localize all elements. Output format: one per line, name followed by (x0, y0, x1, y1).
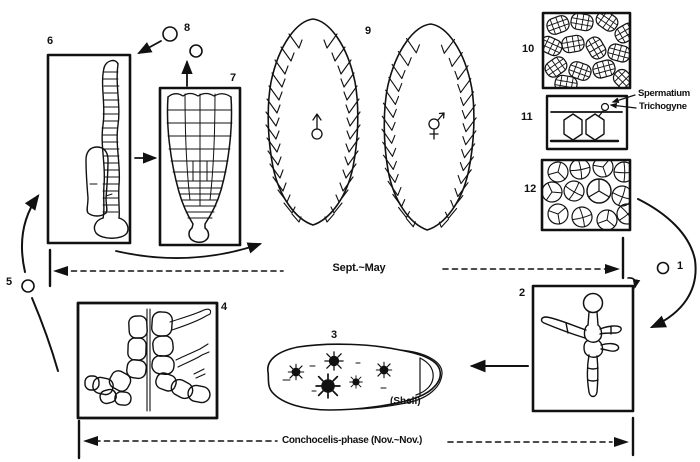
stage-number-11: 11 (521, 111, 533, 123)
male-female-symbol-icon (428, 112, 445, 140)
season-label-blade-phase: Sept.~May (332, 262, 386, 274)
arrow-into-box2 (627, 277, 641, 289)
stage9-male-blade (265, 18, 361, 226)
trichogyne-label: Trichogyne (639, 101, 687, 112)
trichogyne-tip (598, 110, 604, 117)
stage8-monospores (137, 26, 203, 87)
stage10-spermatangia-box (541, 11, 632, 90)
stage5-conchospore (20, 194, 59, 372)
stage6-germlings-box (46, 53, 132, 245)
stage-number-12: 12 (524, 183, 537, 195)
shell-label: (Shell) (390, 396, 421, 407)
stage-number-7: 7 (230, 72, 237, 84)
stage-number-2: 2 (519, 287, 526, 299)
stage-number-4: 4 (221, 301, 228, 313)
stage-number-8: 8 (184, 22, 191, 34)
spermatium-cell (600, 102, 610, 112)
stage-number-6: 6 (47, 35, 54, 47)
arrow-to-blades (115, 242, 263, 259)
stage-number-1: 1 (677, 260, 684, 272)
stage-number-5: 5 (6, 276, 13, 288)
stage11-fertilization-box (545, 94, 637, 151)
stage7-young-blade-box (158, 86, 242, 247)
stage-number-3: 3 (331, 329, 338, 341)
stage-number-9: 9 (365, 25, 372, 37)
arrow-carpospore-release (637, 198, 697, 328)
male-symbol-icon (311, 113, 323, 140)
stage9-female-blade (379, 22, 479, 232)
arc-box4-to-conchospore (31, 297, 59, 372)
trichogyne-pointer (609, 102, 637, 109)
stage2-germinating-carpospore-box (531, 284, 635, 413)
stage3-shell (267, 343, 443, 411)
stage-number-10: 10 (522, 43, 535, 55)
season-label-conchocelis-phase: Conchocelis-phase (Nov.~Nov.) (281, 435, 423, 446)
spermatium-pointer (611, 94, 636, 103)
season-line-bottom (77, 416, 635, 460)
stage4-conchocelis-box (76, 301, 219, 420)
arrow-conchospore-to-box6 (20, 194, 40, 273)
arrow-spore-to-box6 (137, 40, 162, 55)
stage1-carpospore (627, 198, 697, 328)
stage12-carposporangia-box (540, 158, 632, 232)
spermatium-label: Spermatium (638, 88, 690, 99)
season-line-top (48, 236, 625, 288)
